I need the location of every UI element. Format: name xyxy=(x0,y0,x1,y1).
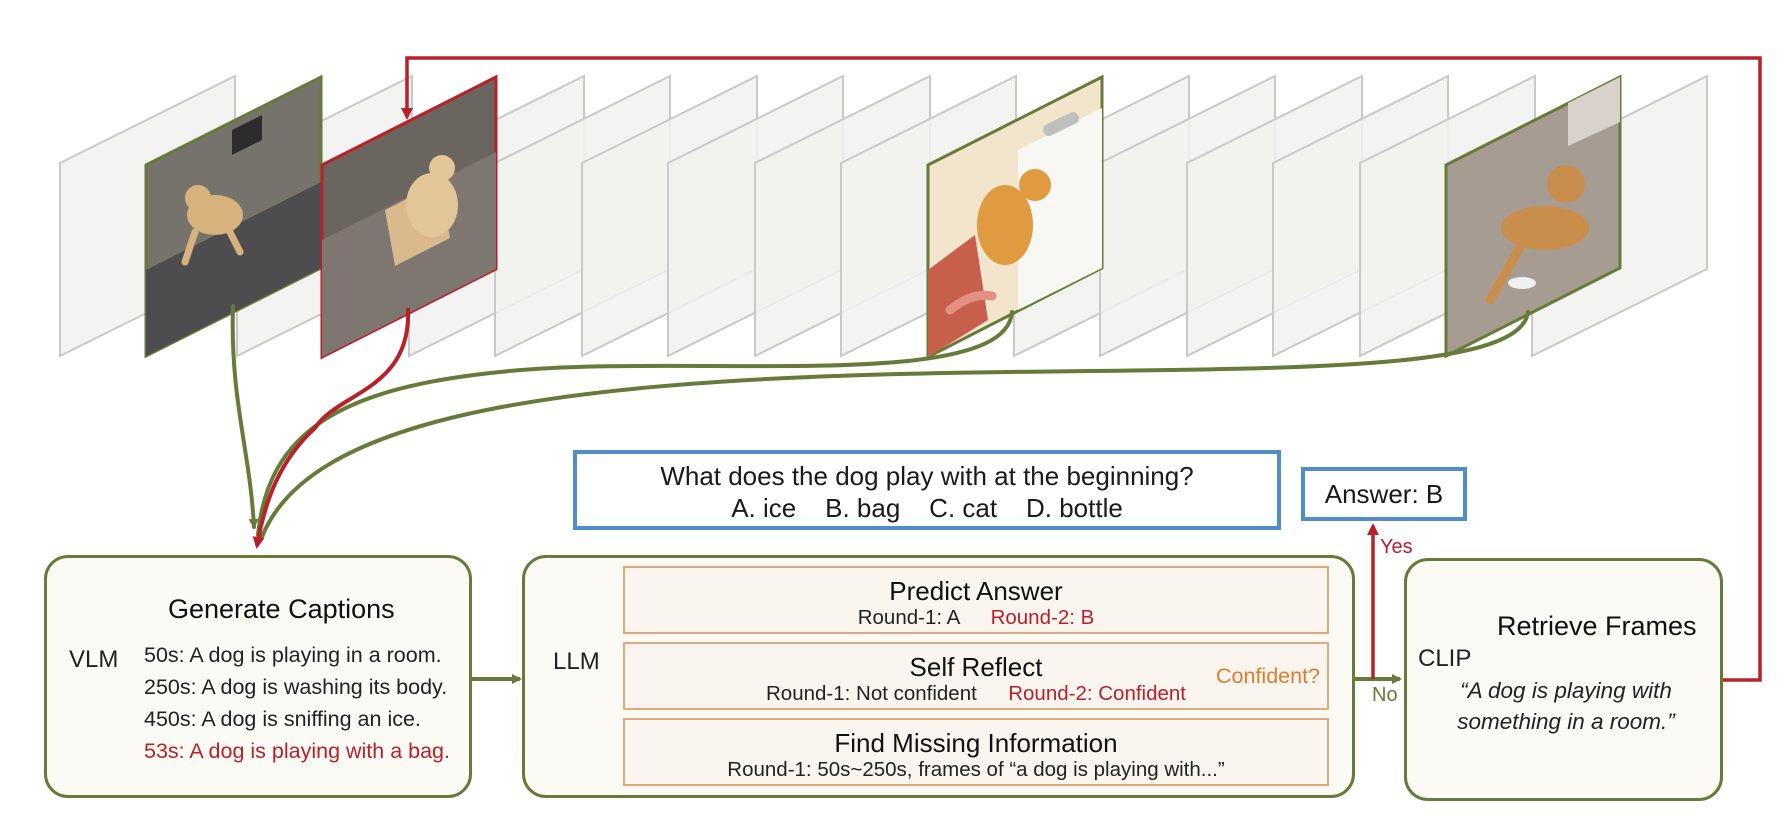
red-frame-to-vlm-connector xyxy=(252,307,411,549)
frame-highlight-2 xyxy=(320,74,498,360)
frame-highlight-3 xyxy=(926,74,1104,360)
lightbulb-icon-predict xyxy=(635,570,685,622)
lightbulb-icon-missing xyxy=(635,720,685,772)
brain-circuit-icon xyxy=(530,570,613,657)
cloud-search-icon xyxy=(1421,572,1498,647)
retrieve-feedback-loop xyxy=(401,56,1762,682)
frame-highlight-1 xyxy=(144,74,323,359)
frame-to-vlm-connectors xyxy=(230,304,1530,539)
eye-icon xyxy=(56,564,126,636)
frame-highlight-4 xyxy=(1444,74,1622,359)
lightbulb-icon-reflect xyxy=(635,645,685,697)
